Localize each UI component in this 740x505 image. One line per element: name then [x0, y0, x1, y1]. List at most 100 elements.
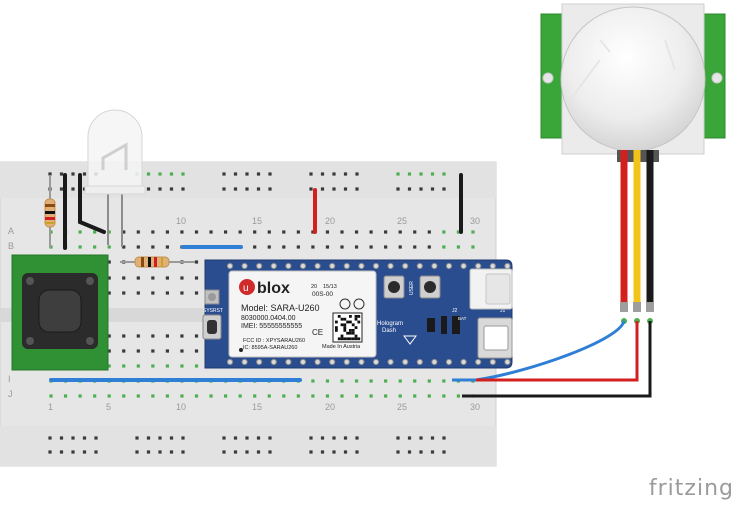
breadboard-hole [59, 450, 64, 454]
user-label: USER [409, 281, 415, 295]
breadboard-hole [471, 245, 475, 249]
breadboard-hole [151, 334, 155, 338]
breadboard-hole [146, 450, 151, 454]
breadboard-hole [122, 230, 126, 234]
breadboard-hole [256, 450, 261, 454]
breadboard-hole [245, 450, 249, 454]
breadboard-hole [456, 394, 460, 398]
breadboard-hole [194, 349, 199, 353]
breadboard-hole [320, 187, 325, 191]
breadboard-hole [63, 394, 68, 398]
header-pin [475, 262, 482, 270]
breadboard-hole [340, 245, 344, 249]
breadboard-hole [413, 245, 417, 249]
qr-cell [351, 337, 355, 341]
breadboard-hole [158, 450, 162, 454]
wire-red-pir [476, 321, 639, 382]
breadboard-hole [325, 245, 330, 249]
breadboard-hole [311, 394, 315, 398]
ublox-model: Model: SARA-U260 [241, 303, 320, 313]
breadboard-hole [268, 187, 272, 191]
breadboard-hole [413, 394, 417, 398]
header-pin [299, 262, 307, 270]
breadboard-hole [224, 394, 228, 398]
header-pin [358, 358, 365, 366]
breadboard-hole [413, 379, 417, 383]
qr-cell [340, 317, 344, 321]
j2-label: J2 [452, 308, 458, 314]
header-pin [445, 358, 453, 366]
breadboard-hole [181, 187, 185, 191]
qr-cell [349, 331, 352, 335]
breadboard-hole [165, 230, 169, 234]
breadboard-hole [82, 436, 87, 440]
header-pin [329, 262, 336, 270]
breadboard-hole [146, 436, 151, 440]
hologram-label: Hologram [377, 321, 403, 327]
breadboard-hole [94, 450, 98, 454]
breadboard-hole [194, 260, 199, 264]
header-pin [387, 262, 394, 270]
qr-cell [357, 315, 361, 318]
breadboard-hole [407, 436, 412, 440]
breadboard-hole [71, 172, 75, 176]
breadboard-hole [209, 394, 213, 398]
breadboard-hole [180, 291, 184, 295]
qr-cell [340, 323, 344, 327]
breadboard-hole [456, 230, 460, 234]
e4-mark-icon [353, 298, 365, 310]
breadboard-hole [355, 187, 359, 191]
ublox-rev: 00S-00 [312, 291, 333, 298]
breadboard-hole [136, 394, 140, 398]
breadboard-hole [253, 245, 257, 249]
breadboard-hole [233, 436, 238, 440]
breadboard-hole [122, 245, 126, 249]
header-pin [416, 358, 423, 366]
j1-label: J1 [500, 308, 506, 314]
breadboard-hole [78, 245, 82, 249]
breadboard-hole [311, 379, 315, 383]
breadboard-hole [354, 394, 359, 398]
breadboard-hole [282, 394, 286, 398]
qr-cell [349, 329, 352, 332]
breadboard-hole [332, 450, 336, 454]
breadboard-hole [354, 379, 359, 383]
ublox-imei: IMEI: 55555555555 [241, 323, 302, 330]
header-pin [270, 262, 277, 270]
qr-cell [357, 320, 361, 324]
col-number-20-top: 20 [325, 216, 335, 226]
breadboard-hole [332, 187, 336, 191]
led [84, 109, 146, 247]
breadboard-hole [430, 187, 435, 191]
qr-cell [335, 329, 338, 332]
breadboard-hole [268, 436, 272, 440]
breadboard-hole [296, 394, 300, 398]
breadboard-hole [233, 450, 238, 454]
breadboard-hole [355, 436, 359, 440]
col-number-15-top: 15 [252, 216, 262, 226]
breadboard-hole [194, 364, 199, 368]
breadboard-hole [122, 291, 126, 295]
breadboard-hole [309, 172, 313, 176]
breadboard-hole [165, 334, 169, 338]
breadboard-hole [180, 230, 184, 234]
breadboard-hole [169, 436, 174, 440]
resistor-horizontal [120, 256, 195, 268]
breadboard-hole [309, 187, 313, 191]
row-letter-a: A [8, 226, 14, 236]
breadboard-hole [158, 172, 162, 176]
breadboard-hole [309, 450, 313, 454]
breadboard-hole [396, 187, 400, 191]
header-pin [256, 358, 263, 366]
breadboard-hole [93, 245, 97, 249]
qr-cell [346, 320, 349, 324]
ublox-week-code: 15/13 [323, 284, 337, 290]
breadboard-hole [427, 379, 431, 383]
breadboard-hole [93, 394, 97, 398]
header-pin [299, 358, 307, 366]
qr-cell [354, 315, 358, 318]
breadboard-hole [268, 172, 272, 176]
breadboard-hole [340, 394, 344, 398]
header-pin [241, 358, 248, 366]
breadboard-hole [122, 394, 126, 398]
